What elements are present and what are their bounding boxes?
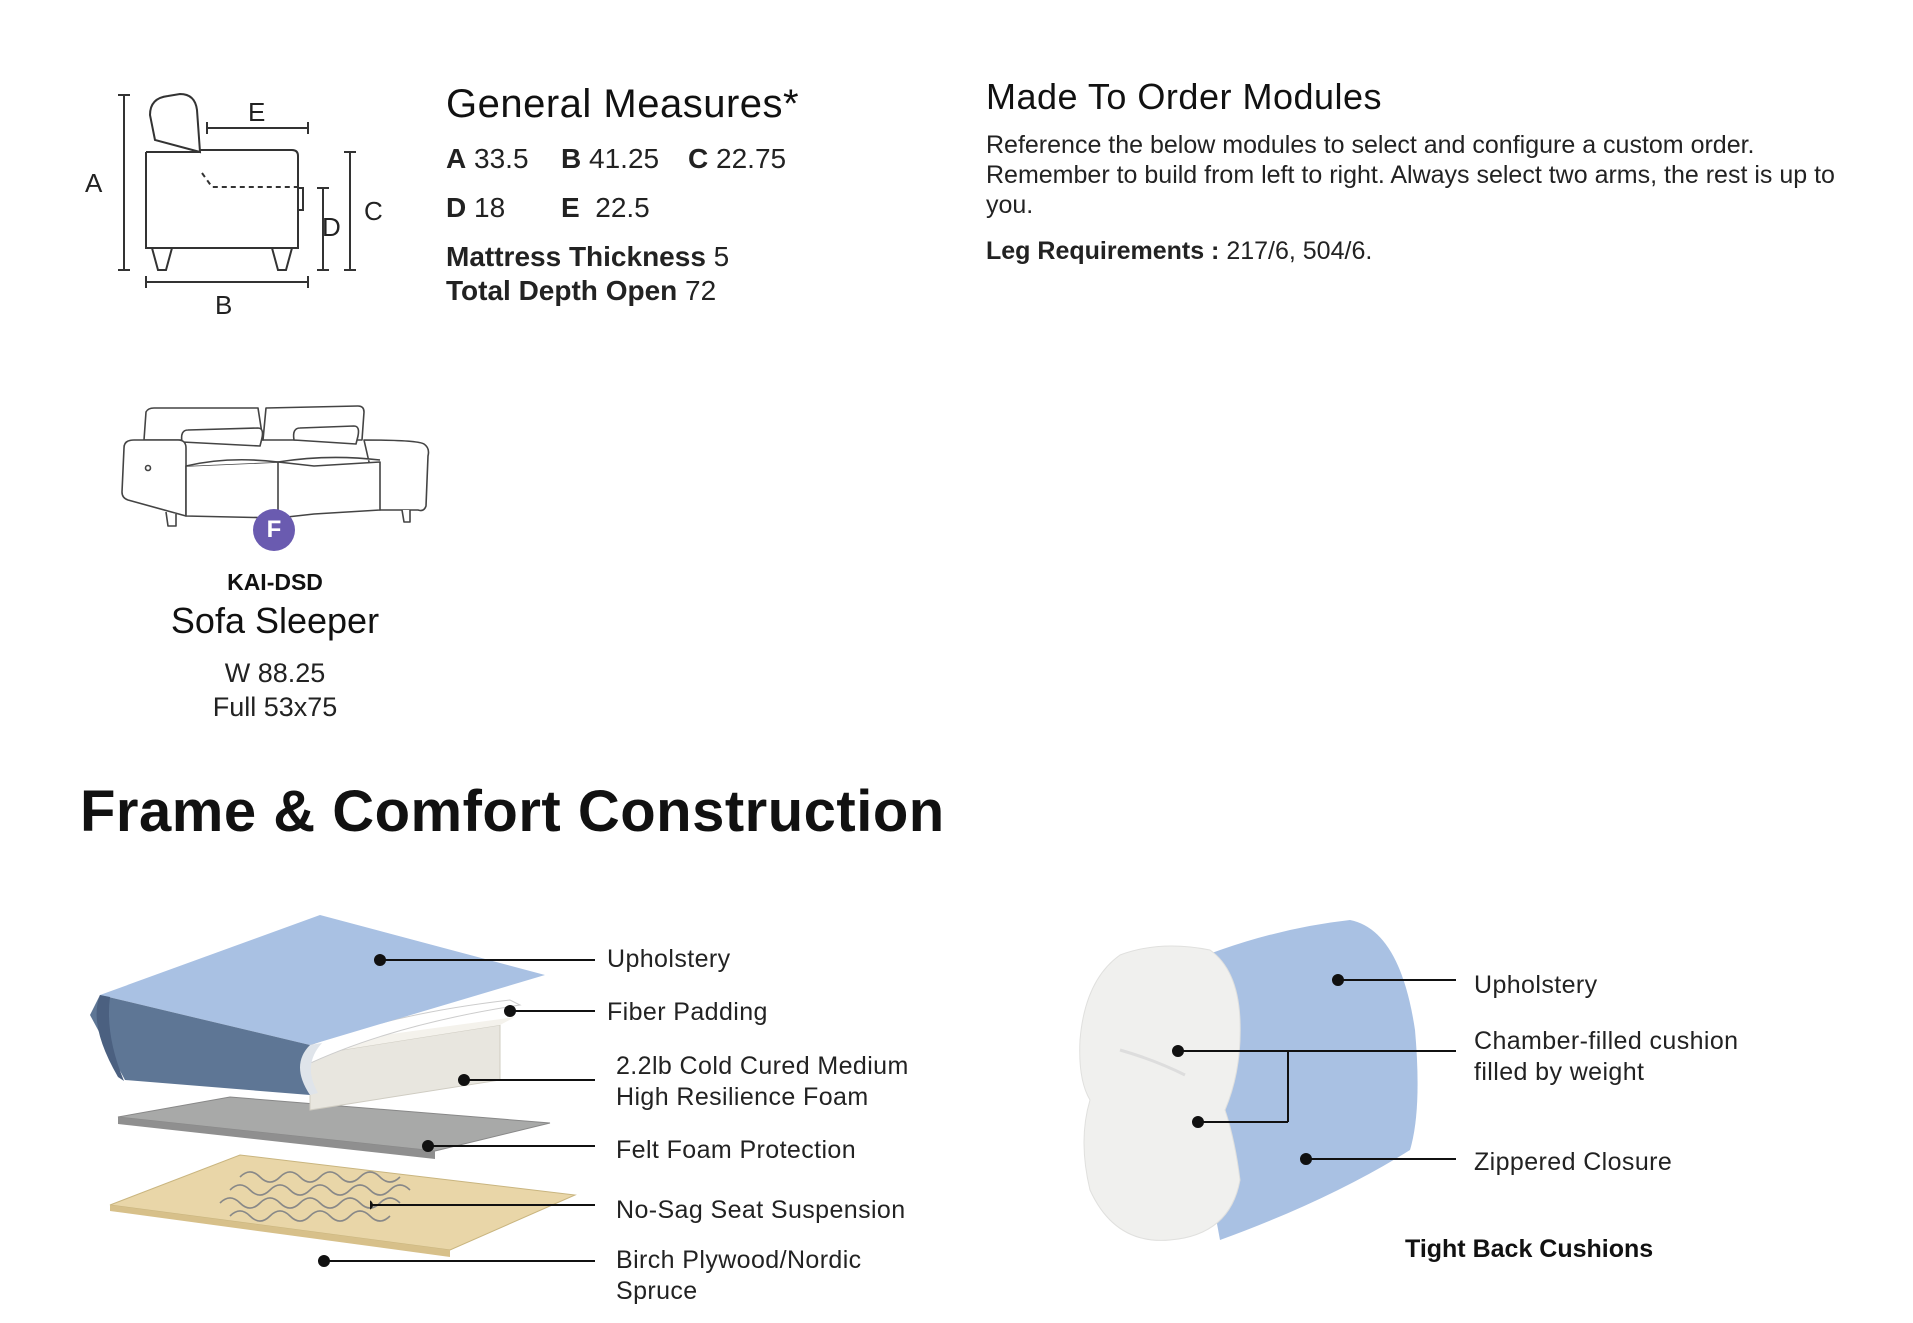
mattress-thickness-value: 5 <box>713 241 730 272</box>
mattress-thickness-label: Mattress Thickness <box>446 241 706 272</box>
measure-value: 22.5 <box>595 192 650 223</box>
leg-requirements-value: 217/6, 504/6. <box>1226 237 1373 265</box>
cushion-label-zipper: Zippered Closure <box>1474 1148 1673 1176</box>
measure-value: 22.75 <box>716 143 787 174</box>
seat-construction-illustration <box>90 915 577 1257</box>
measure-b: B 41.25 <box>561 143 659 175</box>
measure-a: A 33.5 <box>446 143 529 175</box>
sofa-sleeper-illustration <box>121 405 430 527</box>
measure-key: E <box>561 192 580 223</box>
measure-value: 18 <box>474 192 506 223</box>
module-name: Sofa Sleeper <box>170 600 380 641</box>
module-mattress-size: Full 53x75 <box>212 692 338 722</box>
dimension-label-b: B <box>215 290 233 320</box>
seat-label-suspension: No-Sag Seat Suspension <box>616 1196 906 1224</box>
seat-label-felt: Felt Foam Protection <box>616 1136 857 1164</box>
dimension-label-e: E <box>248 97 266 127</box>
seat-label-foam-line2: High Resilience Foam <box>616 1083 869 1111</box>
made-to-order-description: Reference the below modules to select an… <box>986 131 1835 219</box>
dimension-label-d: D <box>322 212 341 242</box>
module-code: KAI-DSD <box>227 569 323 595</box>
measure-value: 33.5 <box>474 143 529 174</box>
made-to-order-title: Made To Order Modules <box>986 76 1383 117</box>
dimension-label-c: C <box>364 196 383 226</box>
module-badge: F <box>253 509 295 551</box>
cushion-callout-lines <box>1172 974 1456 1165</box>
measure-c: C 22.75 <box>688 143 786 175</box>
cushion-caption: Tight Back Cushions <box>1405 1235 1654 1263</box>
cushion-label-chamber-line1: Chamber-filled cushion <box>1474 1027 1739 1055</box>
dimension-label-a: A <box>85 168 103 198</box>
measure-key: C <box>688 143 709 174</box>
measure-key: D <box>446 192 467 223</box>
chair-dimension-diagram <box>118 92 356 288</box>
mattress-thickness: Mattress Thickness 5 <box>446 241 729 273</box>
leg-requirements: Leg Requirements : 217/6, 504/6. <box>986 237 1372 266</box>
total-depth-value: 72 <box>685 275 717 306</box>
seat-label-foam: 2.2lb Cold Cured Medium High Resilience … <box>616 1051 909 1113</box>
construction-title: Frame & Comfort Construction <box>80 779 945 844</box>
general-measures-title: General Measures* <box>446 82 800 126</box>
measure-key: B <box>561 143 582 174</box>
seat-label-upholstery: Upholstery <box>607 945 731 973</box>
seat-label-foam-line1: 2.2lb Cold Cured Medium <box>616 1052 909 1080</box>
seat-label-frame-line2: Spruce <box>616 1277 698 1305</box>
module-width: W 88.25 <box>224 658 326 688</box>
seat-label-frame: Birch Plywood/Nordic Spruce <box>616 1245 862 1307</box>
seat-label-fiber-padding: Fiber Padding <box>607 998 768 1026</box>
seat-callout-lines <box>370 954 595 1262</box>
measure-key: A <box>446 143 467 174</box>
measure-e: E 22.5 <box>561 192 650 224</box>
leg-requirements-label: Leg Requirements : <box>986 237 1220 265</box>
cushion-label-upholstery: Upholstery <box>1474 971 1598 999</box>
cushion-label-chamber-line2: filled by weight <box>1474 1058 1645 1086</box>
measure-value: 41.25 <box>589 143 660 174</box>
seat-label-frame-line1: Birch Plywood/Nordic <box>616 1246 862 1274</box>
total-depth-label: Total Depth Open <box>446 275 678 306</box>
seat-callout-lines-extra <box>318 1255 595 1267</box>
measure-d: D 18 <box>446 192 505 224</box>
cushion-label-chamber: Chamber-filled cushion filled by weight <box>1474 1026 1738 1088</box>
total-depth-open: Total Depth Open 72 <box>446 275 716 307</box>
